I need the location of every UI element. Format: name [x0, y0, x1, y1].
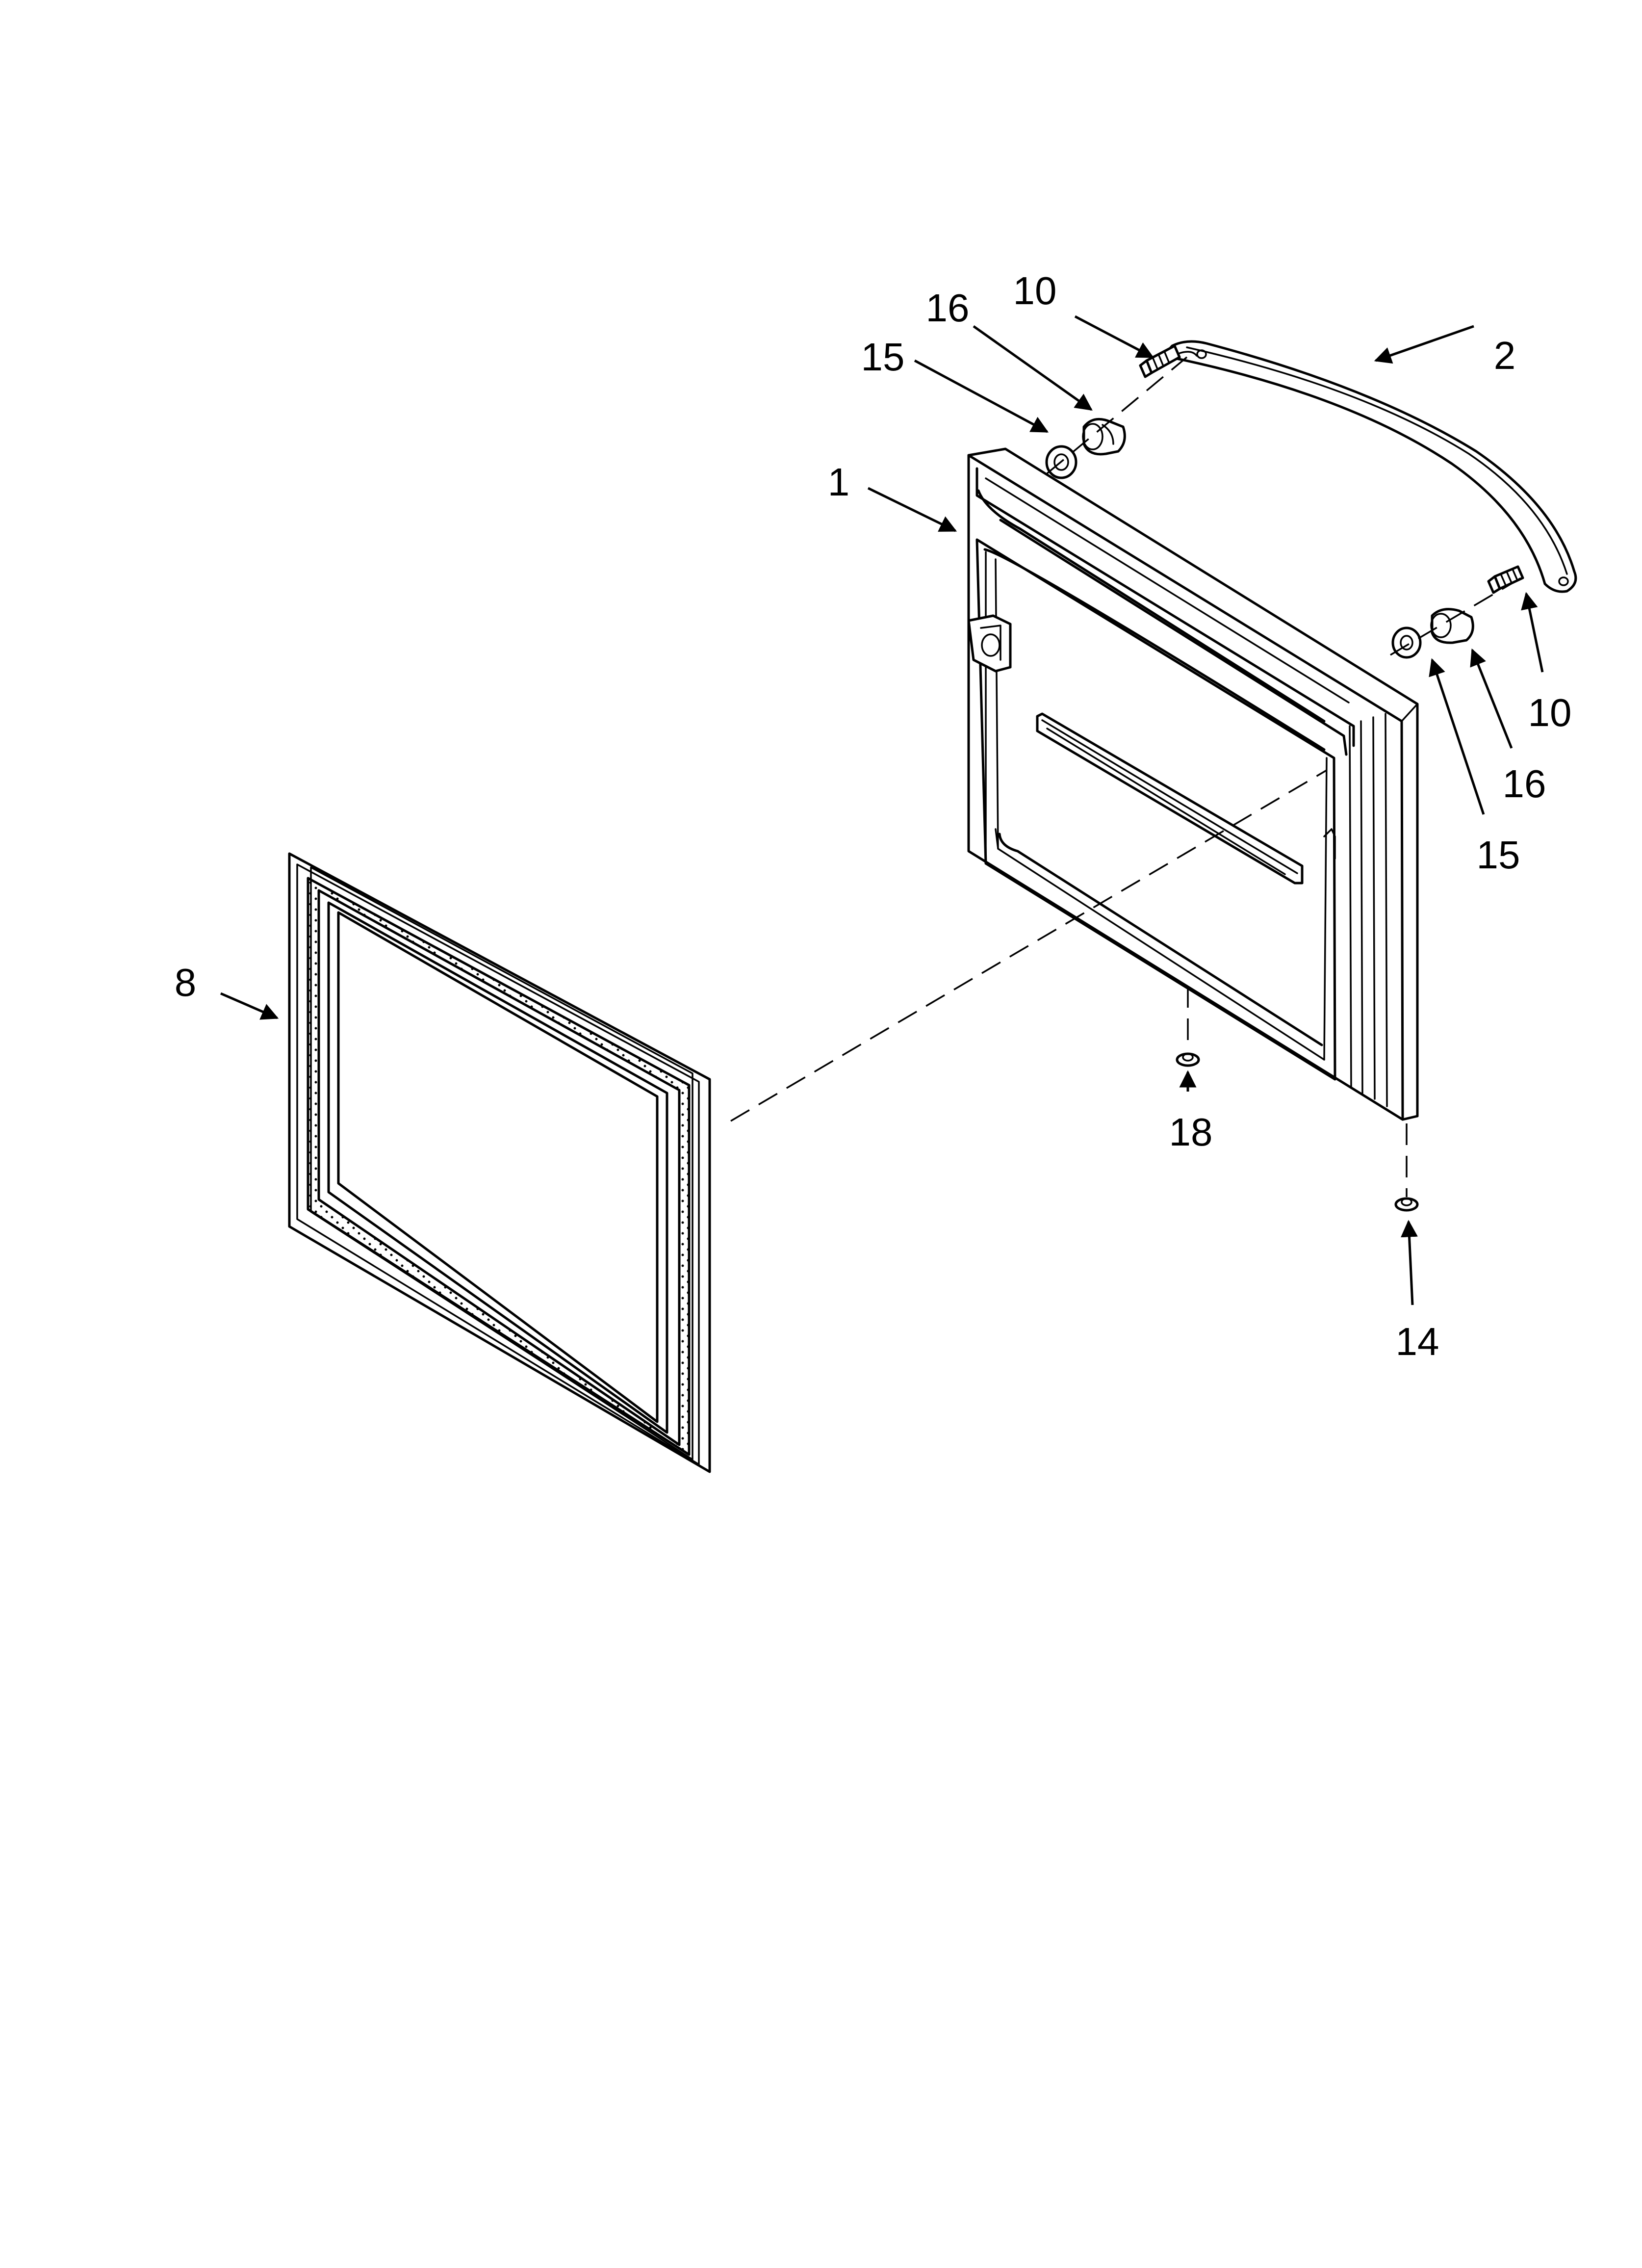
callout-1: 1 [828, 460, 850, 504]
plug-14 [1394, 1197, 1419, 1212]
freezer-door [967, 447, 1419, 1121]
callout-15-top: 15 [861, 335, 905, 379]
screw-right [1487, 565, 1524, 594]
callout-16-top: 16 [926, 286, 970, 330]
callout-15-right: 15 [1477, 833, 1520, 877]
callout-10-top: 10 [1013, 269, 1057, 313]
spacer-right [1430, 608, 1474, 644]
door-handle [1168, 340, 1577, 593]
callout-8: 8 [175, 961, 197, 1004]
callout-14: 14 [1396, 1320, 1439, 1363]
callout-10-right: 10 [1528, 691, 1572, 734]
screw-top [1139, 344, 1181, 378]
assembly-lines [730, 356, 1528, 1197]
callout-18: 18 [1169, 1110, 1213, 1154]
plug-18 [1176, 1052, 1200, 1067]
spacer-top [1082, 417, 1126, 456]
door-gasket [288, 852, 711, 1473]
callout-16-right: 16 [1503, 762, 1546, 806]
leader-arrows [220, 315, 1544, 1305]
callout-labels: 1 2 8 10 10 14 15 15 16 16 18 [175, 269, 1572, 1363]
washer-right [1391, 626, 1422, 659]
callout-2: 2 [1494, 334, 1516, 377]
